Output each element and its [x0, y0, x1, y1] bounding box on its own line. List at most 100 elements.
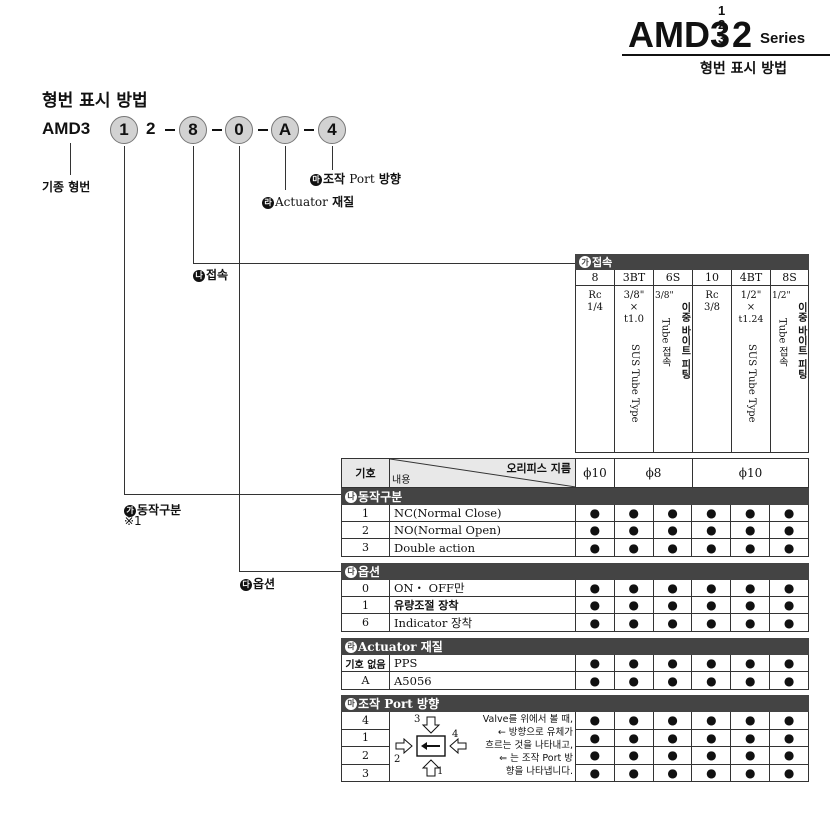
availability-dot: ●	[576, 580, 615, 596]
availability-dot: ●	[692, 764, 732, 782]
table-row: 1 NC(Normal Close) ●●●●●●	[342, 505, 808, 522]
availability-dot: ●	[783, 730, 795, 745]
orifice-value: ϕ8	[615, 459, 693, 487]
badge-ga-icon: 가	[579, 256, 591, 268]
connection-table: 가 접속 8 3BT 6S 10 4BT 8S Rc 1/4 3/8" × t1…	[575, 254, 809, 453]
availability-dot: ●	[615, 712, 654, 729]
diagram-label-4: 4	[452, 729, 459, 740]
availability-dot: ●	[615, 522, 654, 538]
availability-dot: ●	[576, 522, 615, 538]
availability-dot: ●	[783, 540, 795, 555]
actuator-table-header: 라 Actuator 재질	[341, 638, 809, 655]
connection-code: 3BT	[615, 270, 654, 286]
connection-code-row: 8 3BT 6S 10 4BT 8S	[576, 270, 808, 286]
badge-ga-icon: 가	[124, 504, 136, 517]
connection-desc-3bt: 3/8" × t1.0 SUS Tube Type	[615, 286, 654, 452]
leader-option-h	[239, 571, 342, 572]
diagram-label-3: 3	[414, 714, 421, 725]
code-dash	[304, 129, 314, 131]
availability-dot: ●	[783, 713, 795, 728]
availability-dot: ●	[654, 747, 693, 764]
availability-dot: ●	[783, 656, 795, 670]
availability-dot: ●	[576, 764, 615, 782]
leader-option	[239, 146, 240, 571]
action-table: 나 동작구분 1 NC(Normal Close) ●●●●●● 2 NO(No…	[341, 488, 809, 557]
diagram-label-1: 1	[437, 766, 444, 777]
availability-dot: ●	[731, 747, 771, 764]
availability-dot: ●	[654, 712, 693, 729]
availability-dot: ●	[783, 598, 795, 612]
orifice-value: ϕ10	[738, 466, 763, 480]
availability-dot: ●	[731, 597, 771, 613]
table-row: 2 NO(Normal Open) ●●●●●●	[342, 522, 808, 539]
availability-dot: ●	[692, 505, 732, 521]
action-table-header: 나 동작구분	[341, 488, 809, 505]
port-direction-dots: ●●●●●● ●●●●●● ●●●●●● ●●●●●●	[576, 712, 808, 782]
table-row: 3 Double action ●●●●●●	[342, 539, 808, 556]
availability-dot: ●	[654, 597, 693, 613]
leader-port	[332, 146, 333, 170]
connection-table-body: 8 3BT 6S 10 4BT 8S Rc 1/4 3/8" × t1.0 SU…	[575, 270, 809, 453]
code-circle-connection: 8	[179, 116, 207, 144]
port-direction-table-header: 마 조작 Port 방향	[341, 695, 809, 712]
availability-dot: ●	[654, 614, 693, 631]
availability-dot: ●	[692, 729, 732, 746]
connection-code: 8S	[771, 270, 808, 286]
connection-desc-8: Rc 1/4	[576, 286, 615, 452]
availability-dot: ●	[692, 614, 732, 631]
badge-ma-icon: 마	[310, 173, 322, 186]
port-codes: 4 1 2 3	[342, 712, 390, 781]
availability-dot: ●	[576, 672, 615, 689]
availability-dot: ●	[692, 655, 732, 671]
connection-desc-8s: 1/2" Tube 접속 이중 바이트 피팅	[772, 291, 807, 379]
availability-dot: ●	[692, 672, 732, 689]
port-direction-table: 마 조작 Port 방향 4 1 2 3 3	[341, 695, 809, 782]
availability-dot: ●	[783, 673, 795, 688]
code-dash	[212, 129, 222, 131]
callout-base-model: 기종 형번	[42, 180, 91, 194]
connection-table-header: 가 접속	[575, 254, 809, 270]
availability-dot: ●	[731, 672, 771, 689]
availability-dot: ●	[615, 539, 654, 556]
badge-ra-icon: 라	[262, 196, 274, 209]
availability-dot: ●	[576, 712, 615, 729]
availability-dot: ●	[615, 597, 654, 613]
availability-dot: ●	[783, 523, 795, 537]
availability-dot: ●	[576, 655, 615, 671]
availability-dot: ●	[576, 597, 615, 613]
badge-na-icon: 나	[345, 490, 357, 503]
availability-dot: ●	[731, 729, 771, 746]
availability-dot: ●	[692, 597, 732, 613]
availability-dot: ●	[615, 672, 654, 689]
badge-ma-icon: 마	[345, 697, 357, 710]
series-title: AMD3 1 2 3 2 Series	[622, 4, 830, 56]
leader-base	[70, 143, 71, 175]
availability-dot: ●	[615, 729, 654, 746]
series-stack-top: 1	[718, 3, 726, 18]
table-row: A A5056 ●●●●●●	[342, 672, 808, 689]
availability-dot: ●	[783, 615, 795, 630]
series-prefix: AMD3	[628, 14, 731, 55]
availability-dot: ●	[654, 729, 693, 746]
availability-dot: ●	[615, 614, 654, 631]
code-fixed-digit: 2	[146, 119, 156, 138]
code-header: 기호	[342, 459, 390, 487]
leader-action-h	[124, 494, 342, 495]
port-direction-body: 4 1 2 3 3 4 1 2	[341, 712, 809, 782]
availability-dot: ●	[654, 672, 693, 689]
connection-desc-10: Rc 3/8	[693, 286, 732, 452]
orifice-header: 오리피스 지름	[506, 462, 571, 475]
action-table-body: 1 NC(Normal Close) ●●●●●● 2 NO(Normal Op…	[341, 505, 809, 557]
diagram-label-2: 2	[394, 754, 401, 765]
availability-dot: ●	[654, 522, 693, 538]
code-circle-action: 1	[110, 116, 138, 144]
availability-dot: ●	[654, 655, 693, 671]
availability-dot: ●	[654, 764, 693, 782]
availability-dot: ●	[615, 747, 654, 764]
connection-desc-row: Rc 1/4 3/8" × t1.0 SUS Tube Type 3/8" Tu…	[576, 286, 808, 452]
availability-dot: ●	[783, 581, 795, 595]
option-table: 다 옵션 0 ON・ OFF만 ●●●●●● 1 유량조절 장착 ●●●●●● …	[341, 563, 809, 632]
availability-dot: ●	[783, 506, 795, 520]
